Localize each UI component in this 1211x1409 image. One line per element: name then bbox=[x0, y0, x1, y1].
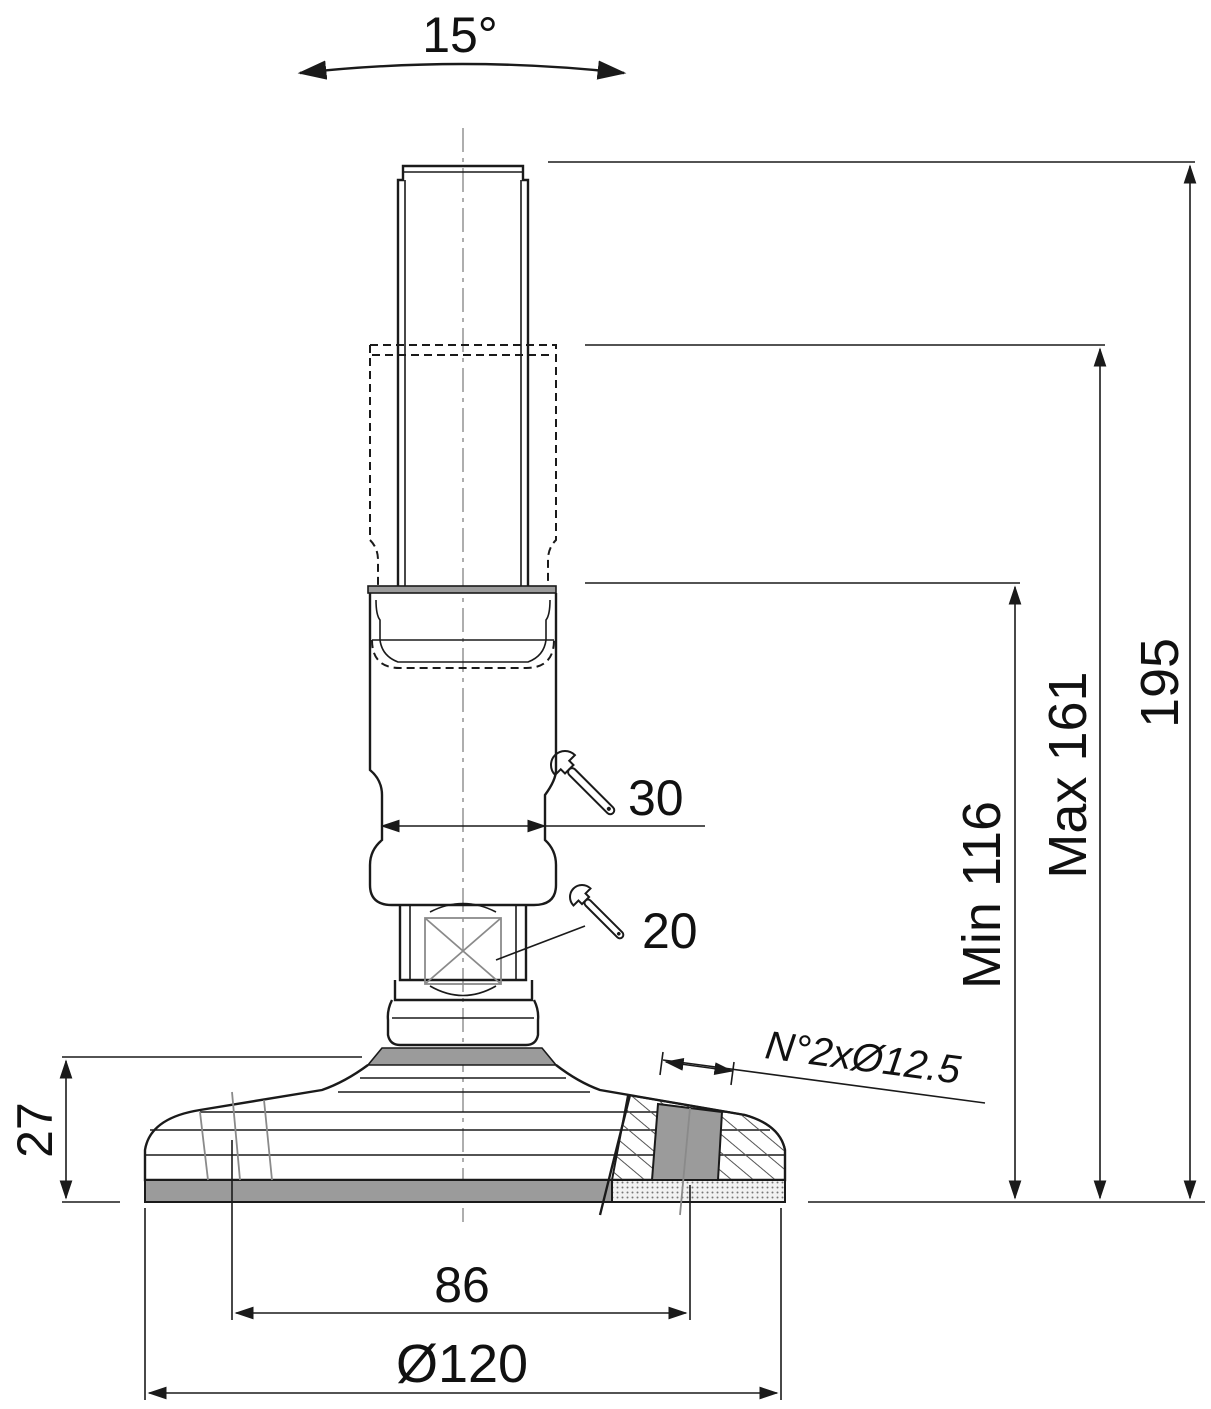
holes-note-label: N°2xØ12.5 bbox=[763, 1023, 964, 1092]
wrench-20-label: 20 bbox=[642, 903, 698, 959]
ball-joint-collar bbox=[366, 1047, 558, 1066]
wrench-30-icon bbox=[550, 750, 616, 816]
section-cut bbox=[598, 1093, 786, 1216]
base-height-label: 27 bbox=[7, 1102, 63, 1158]
wrench-20-icon bbox=[569, 884, 625, 940]
tilt-angle-label: 15° bbox=[422, 7, 498, 63]
nut-top-band bbox=[367, 585, 557, 594]
base-height-dimension bbox=[59, 1056, 362, 1203]
min-height-label: Min 116 bbox=[952, 801, 1012, 989]
max-height-label: Max 161 bbox=[1038, 671, 1098, 878]
overall-height-label: 195 bbox=[1130, 638, 1190, 728]
wrench-30-label: 30 bbox=[628, 770, 684, 826]
holes-note-leader bbox=[659, 1051, 986, 1104]
hex-neck bbox=[386, 902, 586, 1047]
bottom-dimensions bbox=[144, 1140, 782, 1400]
height-dimensions bbox=[548, 161, 1205, 1203]
max-position-body-dashed bbox=[369, 344, 557, 669]
tilt-arc bbox=[297, 60, 627, 80]
hole-spacing-label: 86 bbox=[434, 1257, 490, 1313]
base-diameter-label: Ø120 bbox=[396, 1334, 528, 1394]
adjusting-nut bbox=[368, 593, 705, 907]
